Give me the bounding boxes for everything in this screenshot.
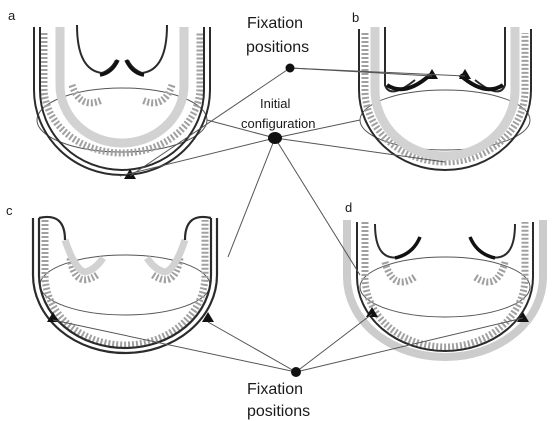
panel-a-hook-tips <box>100 60 144 75</box>
initial-label-line1: Initial <box>260 96 290 111</box>
fixation-top-label-line2: positions <box>246 39 309 56</box>
panel-b-hook-tips <box>387 75 503 89</box>
panel-d-letter: d <box>345 200 352 215</box>
fixation-bottom-label-line2: positions <box>247 403 310 420</box>
panel-a-letter: a <box>8 8 16 23</box>
panel-c <box>33 217 217 353</box>
fixation-bottom-label-line1: Fixation <box>247 381 303 398</box>
panel-b-letter: b <box>352 10 359 25</box>
panel-c-letter: c <box>6 203 13 218</box>
panel-d-dark-band <box>357 222 533 351</box>
initial-configuration-dot <box>268 132 282 144</box>
panel-c-grey-band <box>45 220 205 345</box>
fixation-top-label-line1: Fixation <box>247 15 303 32</box>
panel-c-light-band <box>65 240 185 272</box>
panel-a-grey-band <box>44 33 200 153</box>
panel-d-grey-band <box>365 222 525 347</box>
panel-c-base-ellipse <box>40 255 210 315</box>
panel-a <box>34 25 210 179</box>
fixation-dot-bottom <box>291 367 301 377</box>
panel-b <box>359 27 531 170</box>
panel-d-hook-tips <box>395 237 495 258</box>
panel-d-base-ellipse <box>360 257 530 317</box>
panel-c-dark-band <box>33 217 217 353</box>
fixation-dot-top <box>286 64 295 73</box>
connector-lines <box>53 68 523 372</box>
initial-label-line2: configuration <box>241 116 315 131</box>
panel-b-fixation-marker-right <box>459 69 471 79</box>
